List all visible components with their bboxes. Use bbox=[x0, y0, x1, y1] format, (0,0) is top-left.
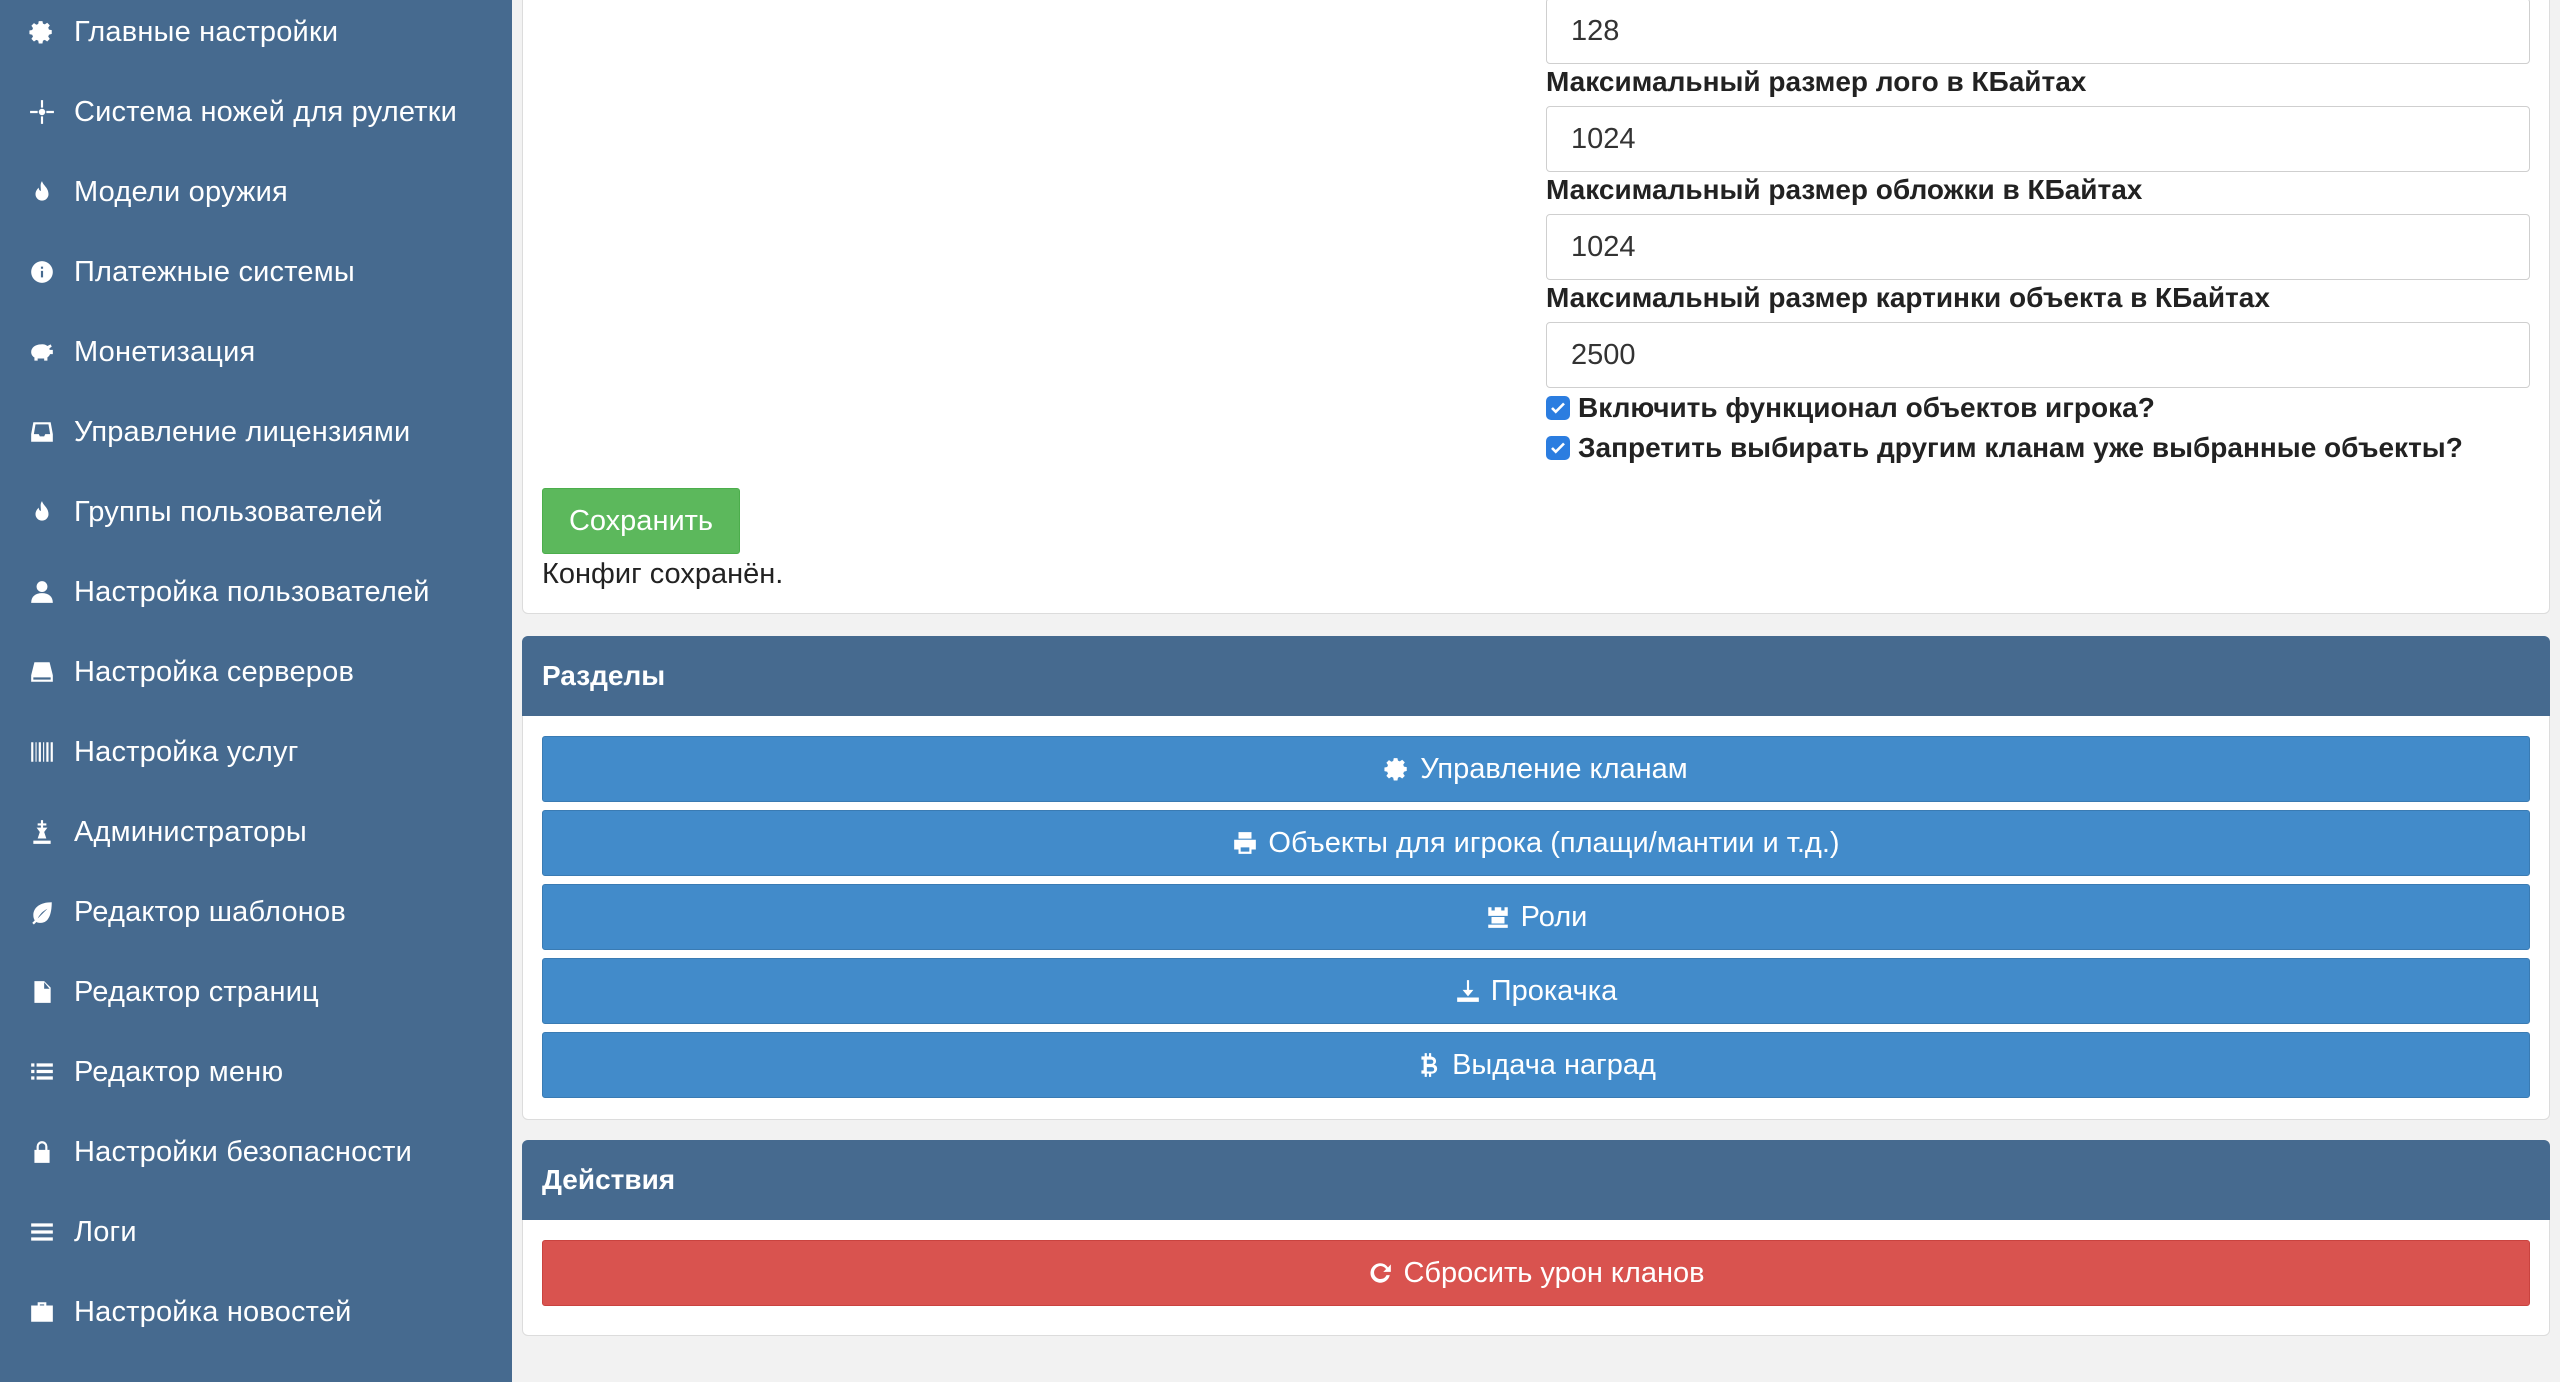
sidebar-item-label: Главные настройки bbox=[74, 15, 339, 48]
leaf-icon bbox=[28, 898, 56, 926]
clan-management-label: Управление кланам bbox=[1420, 752, 1688, 785]
save-button[interactable]: Сохранить bbox=[542, 488, 740, 554]
sidebar-item-label: Настройка услуг bbox=[74, 735, 299, 768]
object-image-size-label: Максимальный размер картинки объекта в К… bbox=[1546, 282, 2270, 313]
sidebar-item-label: Настройка серверов bbox=[74, 655, 355, 688]
sidebar-item-logs[interactable]: Логи bbox=[0, 1192, 512, 1272]
player-objects-label: Объекты для игрока (плащи/мантии и т.д.) bbox=[1268, 826, 1840, 859]
sidebar-item-label: Редактор страниц bbox=[74, 975, 319, 1008]
top-config-input[interactable] bbox=[1546, 0, 2530, 64]
sidebar-item-label: Настройка новостей bbox=[74, 1295, 352, 1328]
sidebar-item-user-settings[interactable]: Настройка пользователей bbox=[0, 552, 512, 632]
reset-clan-damage-button[interactable]: Сбросить урон кланов bbox=[542, 1240, 2530, 1306]
sidebar-item-label: Администраторы bbox=[74, 815, 307, 848]
sidebar-item-label: Монетизация bbox=[74, 335, 256, 368]
file-icon bbox=[28, 978, 56, 1006]
forbid-selected-checkbox-row[interactable]: Запретить выбирать другим кланам уже выб… bbox=[1546, 432, 2463, 464]
barcode-icon bbox=[28, 738, 56, 766]
sections-header: Разделы bbox=[522, 636, 2550, 716]
rewards-label: Выдача наград bbox=[1452, 1048, 1656, 1081]
upgrade-button[interactable]: Прокачка bbox=[542, 958, 2530, 1024]
upload-icon bbox=[1455, 977, 1483, 1005]
logo-size-label: Максимальный размер лого в КБайтах bbox=[1546, 66, 2087, 97]
saved-message: Конфиг сохранён. bbox=[542, 558, 784, 590]
rewards-button[interactable]: Выдача наград bbox=[542, 1032, 2530, 1098]
upgrade-label: Прокачка bbox=[1490, 974, 1618, 1007]
refresh-icon bbox=[1367, 1259, 1395, 1287]
forbid-selected-checkbox[interactable] bbox=[1546, 436, 1570, 460]
sidebar-item-page-editor[interactable]: Редактор страниц bbox=[0, 952, 512, 1032]
sidebar-item-administrators[interactable]: Администраторы bbox=[0, 792, 512, 872]
user-icon bbox=[28, 578, 56, 606]
sidebar-item-label: Модели оружия bbox=[74, 175, 288, 208]
inbox-icon bbox=[28, 418, 56, 446]
sidebar-item-label: Настройки безопасности bbox=[74, 1135, 412, 1168]
clan-management-button[interactable]: Управление кланам bbox=[542, 736, 2530, 802]
bars-icon bbox=[28, 1218, 56, 1246]
chess-icon bbox=[28, 818, 56, 846]
crown-icon bbox=[1485, 903, 1513, 931]
gear-icon bbox=[1384, 755, 1412, 783]
sidebar-item-user-groups[interactable]: Группы пользователей bbox=[0, 472, 512, 552]
sidebar-item-label: Редактор меню bbox=[74, 1055, 284, 1088]
hdd-icon bbox=[28, 658, 56, 686]
sidebar-item-label: Настройка пользователей bbox=[74, 575, 430, 608]
logo-size-input[interactable] bbox=[1546, 106, 2530, 172]
sidebar-item-label: Платежные системы bbox=[74, 255, 355, 288]
config-panel bbox=[522, 0, 2550, 614]
crosshair-icon bbox=[28, 98, 56, 126]
sidebar-item-label: Система ножей для рулетки bbox=[74, 95, 457, 128]
list-icon bbox=[28, 1058, 56, 1086]
sidebar-item-licenses[interactable]: Управление лицензиями bbox=[0, 392, 512, 472]
sidebar-item-label: Логи bbox=[74, 1215, 137, 1248]
actions-header: Действия bbox=[522, 1140, 2550, 1220]
sidebar-item-news-settings[interactable]: Настройка новостей bbox=[0, 1272, 512, 1352]
sidebar-item-server-settings[interactable]: Настройка серверов bbox=[0, 632, 512, 712]
fire-icon bbox=[28, 498, 56, 526]
sidebar-item-main-settings[interactable]: Главные настройки bbox=[0, 0, 512, 72]
cover-size-input[interactable] bbox=[1546, 214, 2530, 280]
sidebar-item-knives[interactable]: Система ножей для рулетки bbox=[0, 72, 512, 152]
print-icon bbox=[1232, 829, 1260, 857]
info-circle-icon bbox=[28, 258, 56, 286]
sidebar-item-menu-editor[interactable]: Редактор меню bbox=[0, 1032, 512, 1112]
sidebar-item-services[interactable]: Настройка услуг bbox=[0, 712, 512, 792]
gear-icon bbox=[28, 18, 56, 46]
reset-clan-damage-label: Сбросить урон кланов bbox=[1403, 1256, 1705, 1289]
fire-icon bbox=[28, 178, 56, 206]
bitcoin-icon bbox=[1416, 1051, 1444, 1079]
sidebar-item-security[interactable]: Настройки безопасности bbox=[0, 1112, 512, 1192]
briefcase-icon bbox=[28, 1298, 56, 1326]
lock-icon bbox=[28, 1138, 56, 1166]
object-image-size-input[interactable] bbox=[1546, 322, 2530, 388]
sidebar-item-label: Группы пользователей bbox=[74, 495, 383, 528]
sidebar-item-monetization[interactable]: Монетизация bbox=[0, 312, 512, 392]
sidebar-item-payment-systems[interactable]: Платежные системы bbox=[0, 232, 512, 312]
checkmark-icon bbox=[1551, 442, 1565, 454]
player-objects-button[interactable]: Объекты для игрока (плащи/мантии и т.д.) bbox=[542, 810, 2530, 876]
sidebar-item-label: Редактор шаблонов bbox=[74, 895, 346, 928]
player-objects-checkbox-row[interactable]: Включить функционал объектов игрока? bbox=[1546, 392, 2155, 424]
piggy-bank-icon bbox=[28, 338, 56, 366]
sidebar-item-label: Управление лицензиями bbox=[74, 415, 411, 448]
player-objects-checkbox[interactable] bbox=[1546, 396, 1570, 420]
roles-label: Роли bbox=[1520, 900, 1588, 933]
cover-size-label: Максимальный размер обложки в КБайтах bbox=[1546, 174, 2143, 205]
player-objects-checkbox-label: Включить функционал объектов игрока? bbox=[1578, 392, 2155, 423]
roles-button[interactable]: Роли bbox=[542, 884, 2530, 950]
forbid-selected-checkbox-label: Запретить выбирать другим кланам уже выб… bbox=[1578, 432, 2463, 463]
sidebar: Главные настройки Система ножей для руле… bbox=[0, 0, 512, 1382]
checkmark-icon bbox=[1551, 402, 1565, 414]
sidebar-item-template-editor[interactable]: Редактор шаблонов bbox=[0, 872, 512, 952]
sidebar-item-weapon-models[interactable]: Модели оружия bbox=[0, 152, 512, 232]
